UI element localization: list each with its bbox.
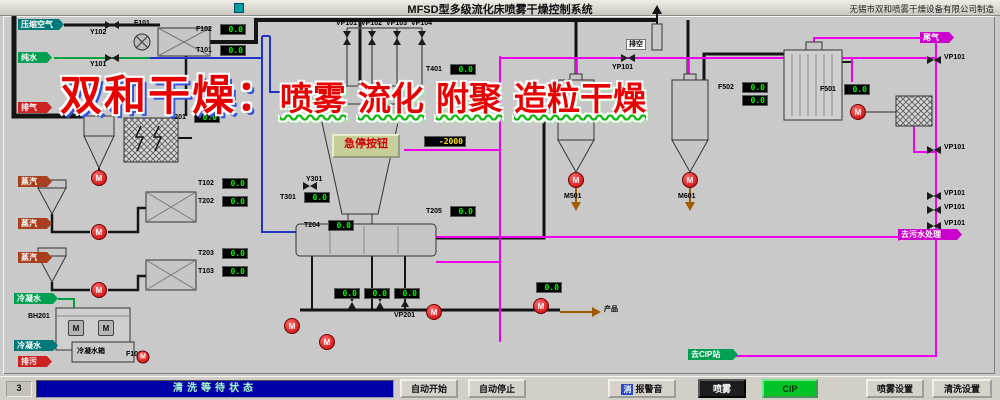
pump-icon[interactable]: M xyxy=(319,334,335,350)
agitator-motor-icon: M xyxy=(98,320,114,336)
led-display: 0.0 xyxy=(222,248,248,259)
spray-button[interactable]: 喷雾 xyxy=(698,379,746,398)
tag-label: T204 xyxy=(304,222,320,229)
source-label: 去CIP站 xyxy=(688,349,738,360)
led-display: 0.0 xyxy=(844,84,870,95)
source-label: 纯水 xyxy=(18,52,52,63)
tag-label: T203 xyxy=(198,250,214,257)
led-display: 0.0 xyxy=(364,288,390,299)
tag-label: Y301 xyxy=(306,176,323,183)
mute-alarm-button[interactable]: 消报警音 xyxy=(608,379,676,398)
tag-label: F102 xyxy=(196,26,212,33)
pump-icon[interactable]: M xyxy=(91,224,107,240)
tag-label: T103 xyxy=(198,268,214,275)
titlebar-icon xyxy=(234,3,244,13)
led-display: 0.0 xyxy=(450,206,476,217)
tag-label: T101 xyxy=(196,47,212,54)
tag-label: T201 xyxy=(170,114,186,121)
pump-icon[interactable]: M xyxy=(284,318,300,334)
pump-icon[interactable]: M xyxy=(136,350,150,364)
tag-label: VP101 xyxy=(944,204,966,211)
source-label: 蒸汽 xyxy=(18,176,52,187)
tag-label: F502 xyxy=(718,84,734,91)
title-bar: MFSD型多级流化床喷雾干燥控制系统 无锡市双和喷雾干燥设备有限公司制造 xyxy=(0,0,1000,16)
pump-icon[interactable]: M xyxy=(91,170,107,186)
tag-label: VP101 xyxy=(336,20,358,27)
source-label: 尾气 xyxy=(920,32,954,43)
mute-icon: 消 xyxy=(621,384,634,395)
tag-label: YP101 xyxy=(612,64,634,71)
status-message: 清洗等待状态 xyxy=(36,380,394,398)
page-title: MFSD型多级流化床喷雾干燥控制系统 xyxy=(407,4,593,16)
led-display: 0.0 xyxy=(222,178,248,189)
led-display: 0.0 xyxy=(536,282,562,293)
led-display: 0.0 xyxy=(450,64,476,75)
tag-label: VP101 xyxy=(944,144,966,151)
tag-label: T202 xyxy=(198,198,214,205)
tag-label: F101 xyxy=(134,20,150,27)
tag-label: M601 xyxy=(678,193,696,200)
tag-label: VP101 xyxy=(944,54,966,61)
tag-label: T401 xyxy=(426,66,442,73)
spray-settings-button[interactable]: 喷雾设置 xyxy=(866,379,924,398)
tag-label: Y102 xyxy=(90,29,107,36)
page-indicator: 3 xyxy=(6,381,32,397)
pump-icon[interactable]: M xyxy=(682,172,698,188)
tag-label: 产品 xyxy=(604,306,618,313)
led-display: 0.0 xyxy=(394,288,420,299)
tag-label: T301 xyxy=(280,194,296,201)
source-label: 蒸汽 xyxy=(18,218,52,229)
cip-button[interactable]: CIP xyxy=(762,379,818,398)
source-label: 冷凝水 xyxy=(14,340,58,351)
source-label: 排气 xyxy=(18,102,52,113)
led-display: 0.0 xyxy=(304,192,330,203)
tag-label: VP101 xyxy=(944,220,966,227)
led-display: 0.0 xyxy=(742,82,768,93)
pump-icon[interactable]: M xyxy=(850,104,866,120)
emergency-stop-button[interactable]: 急停按钮 xyxy=(332,134,400,158)
mute-alarm-label: 报警音 xyxy=(635,384,663,394)
source-label: 压缩空气 xyxy=(18,19,64,30)
tag-label: 排空 xyxy=(626,39,646,50)
tag-label: VP102 xyxy=(361,20,383,27)
tag-label: Y101 xyxy=(90,61,107,68)
tag-label: M501 xyxy=(564,193,582,200)
tag-label: VP104 xyxy=(411,20,433,27)
led-display: 0.0 xyxy=(194,112,220,123)
pump-icon[interactable]: M xyxy=(533,298,549,314)
led-display: 0.0 xyxy=(220,24,246,35)
pump-icon[interactable]: M xyxy=(426,304,442,320)
manufacturer-label: 无锡市双和喷雾干燥设备有限公司制造 xyxy=(849,4,994,14)
led-display: -2000 xyxy=(424,136,466,147)
led-display: 0.0 xyxy=(220,45,246,56)
led-display: 0.0 xyxy=(334,288,360,299)
tag-label: BH201 xyxy=(28,313,50,320)
tag-label: VP103 xyxy=(386,20,408,27)
tag-label: VP101 xyxy=(944,190,966,197)
led-display: 0.0 xyxy=(222,266,248,277)
tag-label: VP201 xyxy=(394,312,416,319)
source-label: 排污 xyxy=(18,356,52,367)
auto-start-button[interactable]: 自动开始 xyxy=(400,379,458,398)
tag-label: T205 xyxy=(426,208,442,215)
led-display: 0.0 xyxy=(222,196,248,207)
source-label: 去污水处理 xyxy=(898,229,962,240)
tag-label: 冷凝水箱 xyxy=(77,348,105,355)
auto-stop-button[interactable]: 自动停止 xyxy=(468,379,526,398)
clean-settings-button[interactable]: 清洗设置 xyxy=(932,379,992,398)
led-display: 0.0 xyxy=(742,95,768,106)
led-display: 0.0 xyxy=(328,220,354,231)
agitator-motor-icon: M xyxy=(68,320,84,336)
source-label: 蒸汽 xyxy=(18,252,52,263)
pump-icon[interactable]: M xyxy=(91,282,107,298)
tag-label: F501 xyxy=(820,86,836,93)
pump-icon[interactable]: M xyxy=(568,172,584,188)
source-label: 冷凝水 xyxy=(14,293,58,304)
tag-label: T102 xyxy=(198,180,214,187)
